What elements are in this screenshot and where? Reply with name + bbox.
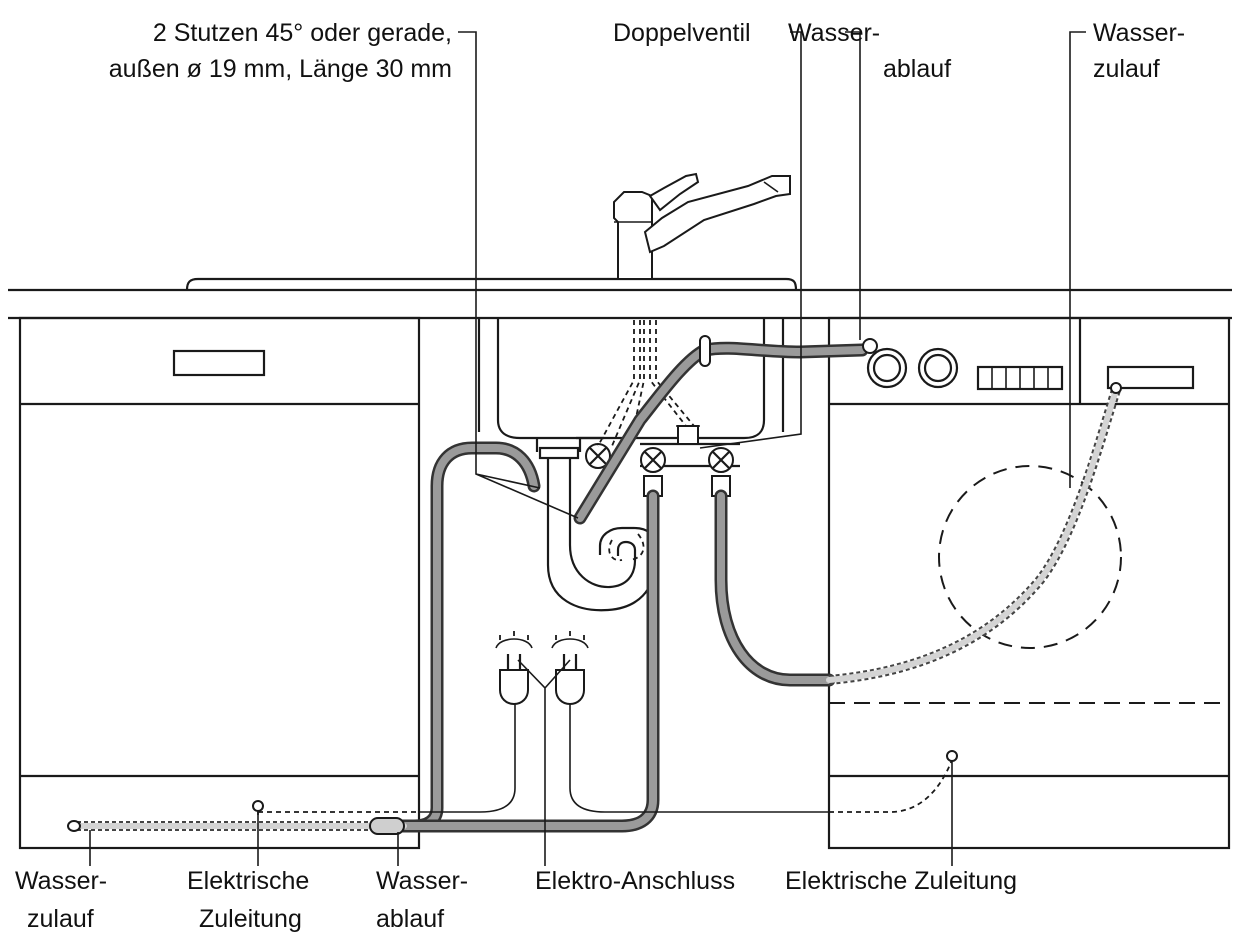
dial-icon (866, 347, 959, 389)
dishwasher (18, 316, 421, 850)
faucet-icon (613, 172, 791, 280)
drain-hose-washer (573, 335, 878, 525)
label-stutzen-line2: außen ø 19 mm, Länge 30 mm (109, 55, 452, 83)
label-ablauf-top-line2: ablauf (883, 55, 951, 83)
program-buttons (976, 365, 1064, 391)
inlet-hose-washer (714, 382, 1122, 687)
electrical-feed-washer (569, 700, 958, 813)
label-doppelventil: Doppelventil (613, 19, 751, 47)
label-zulauf-top-line1: Wasser- (1093, 19, 1185, 47)
drum-icon (938, 465, 1122, 649)
label-zulauf-bottom-line2: zulauf (27, 905, 94, 933)
label-ablauf-top-line1: Wasser- (788, 19, 880, 47)
label-ablauf-bottom-line2: ablauf (376, 905, 444, 933)
washing-machine (827, 316, 1231, 850)
sink-basin (477, 318, 785, 440)
electrical-feed-dishwasher (252, 700, 516, 818)
drain-hose-dishwasher (371, 441, 541, 833)
leader-lines (89, 31, 1086, 866)
plug-icon (551, 628, 589, 706)
detergent-drawer (1106, 365, 1195, 390)
label-ablauf-bottom-line1: Wasser- (376, 867, 468, 895)
label-elektrische-right: Elektrische Zuleitung (785, 867, 1017, 895)
double-valve (576, 425, 740, 497)
inlet-dishwasher-base (67, 817, 407, 835)
inlet-hose-dishwasher (393, 489, 660, 833)
label-zulauf-top-line2: zulauf (1093, 55, 1160, 83)
valve-icon (585, 443, 734, 473)
label-elektrische-left-line1: Elektrische (187, 867, 309, 895)
countertop (8, 277, 1232, 320)
label-zulauf-bottom-line1: Wasser- (15, 867, 107, 895)
dishwasher-display (172, 349, 266, 377)
supply-pipes-dashed (597, 320, 695, 447)
label-elektro-anschluss: Elektro-Anschluss (535, 867, 735, 895)
label-stutzen-line1: 2 Stutzen 45° oder gerade, (153, 19, 452, 47)
labels: 2 Stutzen 45° oder gerade, außen ø 19 mm… (15, 19, 1185, 933)
label-elektrische-left-line2: Zuleitung (199, 905, 302, 933)
plug-icon (495, 628, 533, 706)
